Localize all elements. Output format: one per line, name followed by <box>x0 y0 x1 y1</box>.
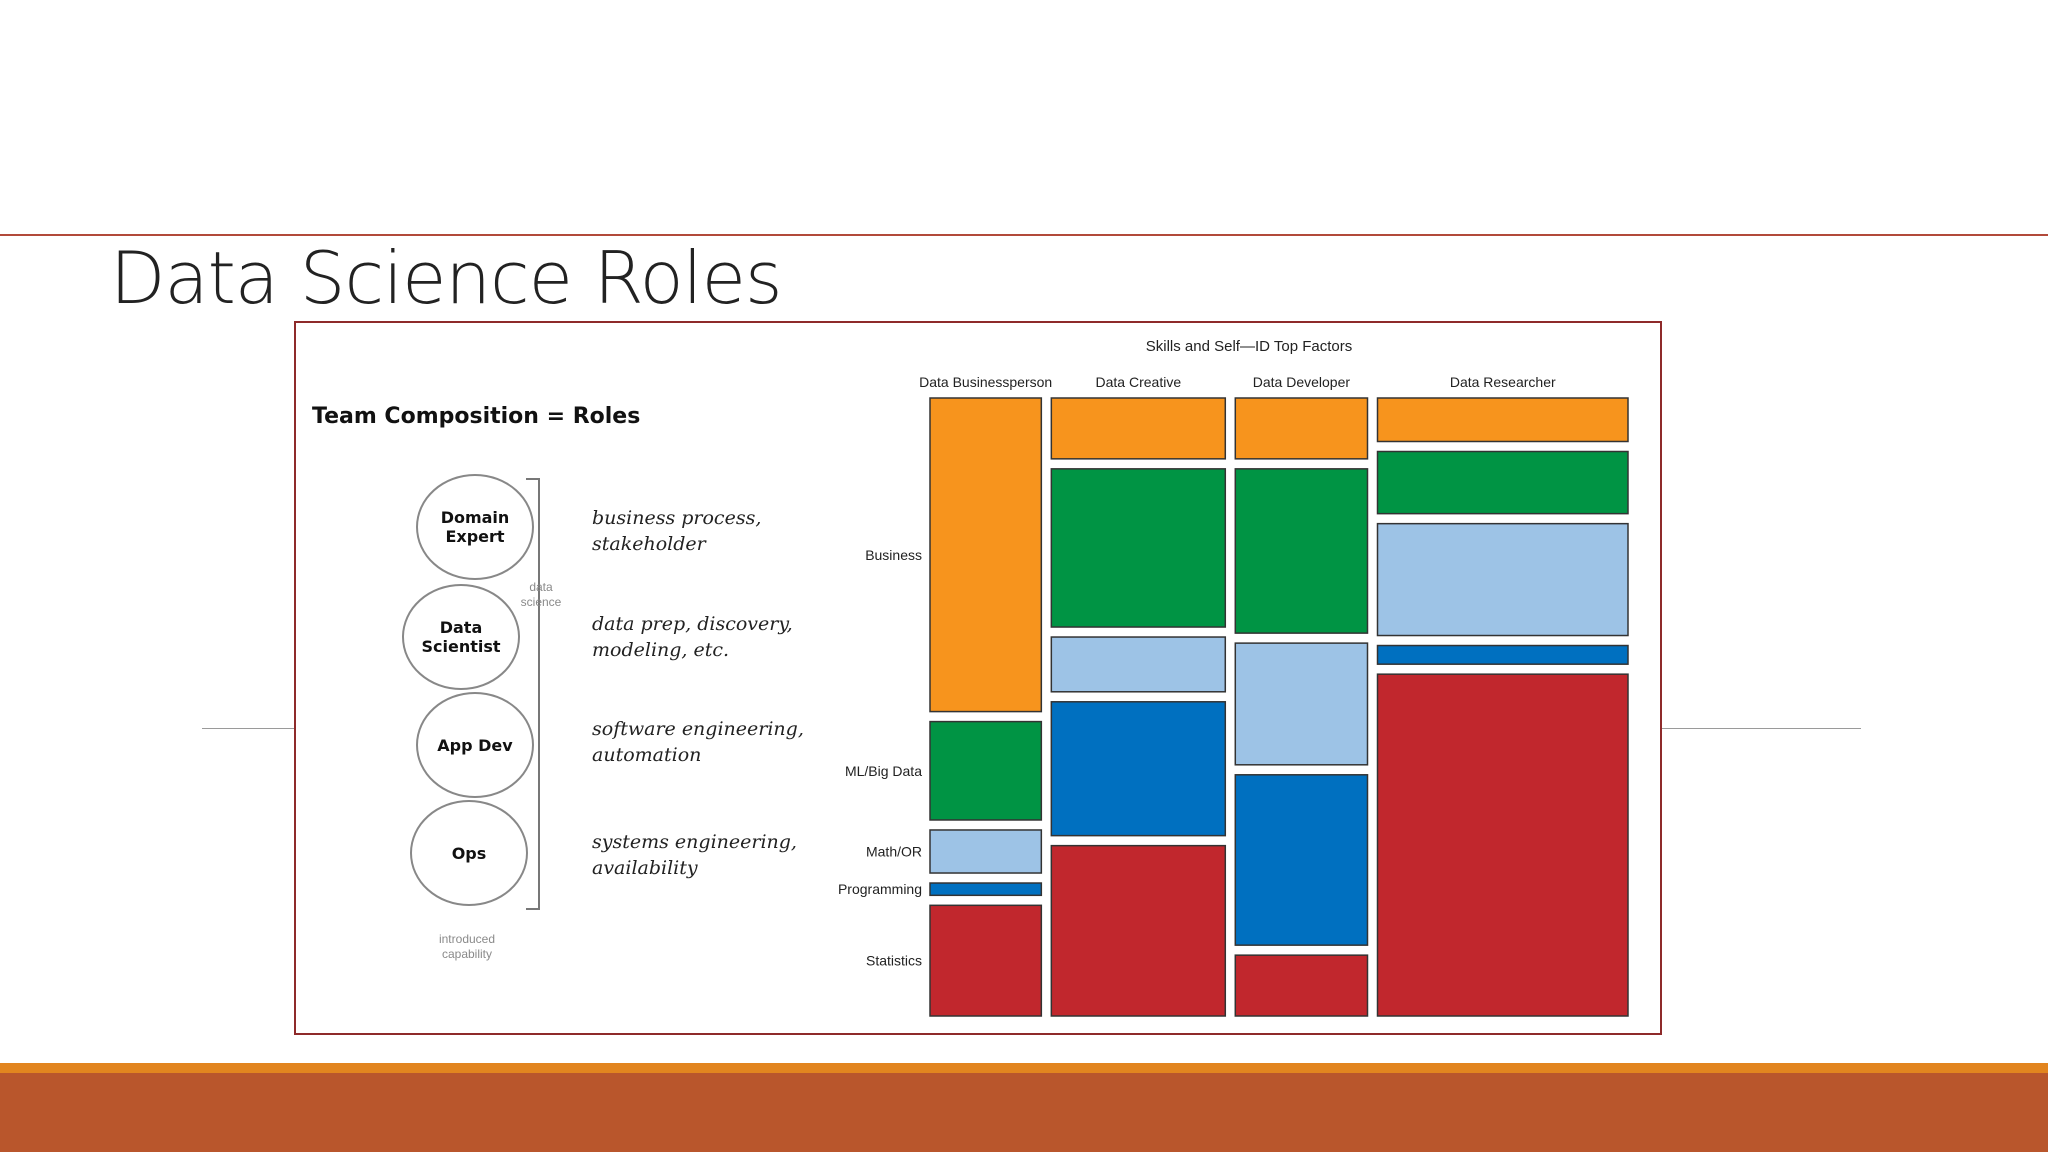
role-circle-domain-expert: Domain Expert <box>416 474 534 580</box>
header-divider <box>0 234 2048 236</box>
mosaic-cell-data-creative-business <box>1050 397 1227 460</box>
mosaic-cell-data-businessperson-ml-big-data <box>929 720 1043 821</box>
mosaic-cell-data-developer-ml-big-data <box>1234 468 1369 634</box>
mosaic-cell-data-developer-business <box>1234 397 1369 460</box>
mosaic-cell-data-researcher-ml-big-data <box>1376 450 1629 515</box>
data-science-bracket <box>526 478 540 910</box>
mosaic-cell-data-developer-statistics <box>1234 954 1369 1017</box>
column-label-data-researcher: Data Researcher <box>1450 374 1556 390</box>
role-description-ops: systems engineering, availability <box>592 831 797 879</box>
mosaic-cell-data-creative-programming <box>1050 701 1227 837</box>
role-description-domain-expert: business process, stakeholder <box>592 507 762 555</box>
column-label-data-developer: Data Developer <box>1253 374 1351 390</box>
row-label-statistics: Statistics <box>866 953 922 969</box>
row-label-math-or: Math/OR <box>866 844 922 860</box>
mosaic-cell-data-businessperson-programming <box>929 882 1043 897</box>
mosaic-cell-data-businessperson-statistics <box>929 904 1043 1017</box>
slide-title: Data Science Roles <box>110 236 782 320</box>
bracket-label: data science <box>520 580 562 609</box>
team-composition-heading: Team Composition = Roles <box>312 404 641 429</box>
mosaic-cell-data-creative-ml-big-data <box>1050 468 1227 628</box>
footer-accent-stripe <box>0 1063 2048 1073</box>
right-decorative-line <box>1646 728 1861 729</box>
mosaic-cell-data-developer-math-or <box>1234 642 1369 766</box>
mosaic-cell-data-creative-statistics <box>1050 844 1227 1017</box>
role-description-data-scientist: data prep, discovery, modeling, etc. <box>592 613 793 661</box>
role-description-app-dev: software engineering, automation <box>592 718 804 766</box>
mosaic-cell-data-researcher-math-or <box>1376 522 1629 637</box>
mosaic-cell-data-researcher-business <box>1376 397 1629 443</box>
role-circle-ops: Ops <box>410 800 528 906</box>
column-label-data-businessperson: Data Businessperson <box>919 374 1052 390</box>
left-decorative-line <box>202 728 304 729</box>
mosaic-cell-data-developer-programming <box>1234 774 1369 946</box>
role-circle-app-dev: App Dev <box>416 692 534 798</box>
row-label-business: Business <box>865 547 922 563</box>
mosaic-cell-data-businessperson-business <box>929 397 1043 713</box>
mosaic-cell-data-creative-math-or <box>1050 636 1227 693</box>
mosaic-cell-data-researcher-statistics <box>1376 673 1629 1017</box>
column-label-data-creative: Data Creative <box>1096 374 1182 390</box>
footer-band <box>0 1073 2048 1152</box>
introduced-capability-label: introduced capability <box>438 932 496 961</box>
mosaic-cell-data-researcher-programming <box>1376 644 1629 665</box>
mosaic-cell-data-businessperson-math-or <box>929 829 1043 874</box>
chart-title: Skills and Self—ID Top Factors <box>1146 338 1352 355</box>
row-label-ml-big-data: ML/Big Data <box>845 763 922 779</box>
row-label-programming: Programming <box>838 881 922 897</box>
role-circle-data-scientist: Data Scientist <box>402 584 520 690</box>
